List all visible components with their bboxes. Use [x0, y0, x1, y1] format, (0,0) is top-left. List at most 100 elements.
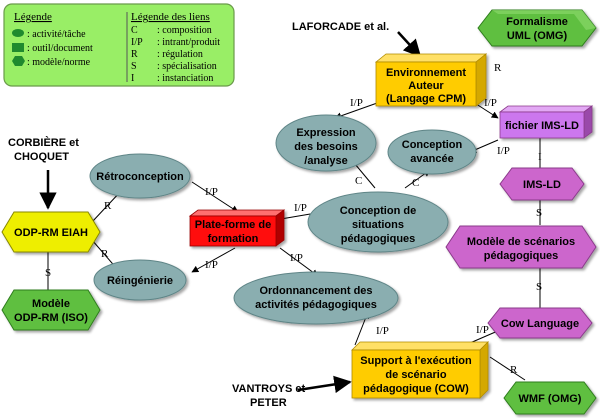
node-ordonnancement [233, 271, 399, 325]
edge-label-ip: I/P [497, 145, 510, 157]
node-label: pédagogiques [484, 250, 559, 262]
legend-links-title: Légende des liens [131, 11, 210, 23]
legend-link-code: I/P [131, 37, 143, 48]
edge-env-expression [334, 101, 381, 120]
legend-title: Légende [14, 11, 52, 23]
node-environnement-auteur [374, 53, 488, 107]
node-label: Plate-forme de [195, 219, 271, 231]
node-label: Modèle de scénarios [467, 236, 575, 248]
edge-label-ip: I/P [205, 259, 218, 271]
node-modele-scenarios [445, 225, 597, 269]
node-label: Ordonnancement des [259, 285, 372, 297]
edge-label-ip: I/P [205, 186, 218, 198]
node-label: Modèle [32, 298, 70, 310]
node-label: (Langage CPM) [386, 93, 466, 105]
node-label: UML (OMG) [507, 30, 568, 42]
node-label: ODP-RM (ISO) [14, 312, 88, 324]
node-label: Formalisme [506, 16, 568, 28]
node-label: activités pédagogiques [255, 299, 377, 311]
node-label: Support à l'exécution [360, 355, 472, 367]
legend-link-text: : régulation [157, 49, 203, 60]
node-ims-ld [499, 167, 585, 201]
author-vantroys-line2: PETER [250, 397, 287, 409]
edge-label-r: R [101, 248, 109, 260]
author-laforcade: LAFORCADE et al. [292, 21, 389, 33]
node-label: Réingénierie [107, 275, 173, 287]
legend-link-text: : instanciation [157, 73, 213, 84]
node-conception-avancee [387, 129, 477, 175]
node-label: de scénario [385, 369, 446, 381]
legend-link-code: I [131, 73, 134, 84]
legend-item-tool: : outil/document [27, 43, 93, 54]
node-modele-odp-rm [1, 289, 101, 331]
edge-label-r: R [494, 62, 502, 74]
node-label: Cow Language [501, 318, 579, 330]
edge-label-i: I [538, 151, 542, 163]
node-expression-besoins [275, 114, 377, 172]
legend-link-code: R [131, 49, 138, 60]
node-label: Rétroconception [96, 171, 184, 183]
node-label: Expression [296, 127, 356, 139]
edge-label-s: S [536, 281, 542, 293]
node-label: ODP-RM EIAH [14, 227, 88, 239]
legend-link-code: S [131, 61, 137, 72]
node-formalisme-uml [477, 9, 597, 47]
edge-wmf-support [489, 356, 526, 381]
author-corbiere-line2: CHOQUET [14, 151, 69, 163]
edge-label-s: S [45, 267, 51, 279]
node-label: pédagogiques [341, 233, 416, 245]
legend-link-text: : spécialisation [157, 61, 217, 72]
edge-author-vantroys [297, 375, 352, 394]
node-retroconception [89, 153, 191, 199]
node-label: Environnement [386, 67, 466, 79]
node-label: WMF (OMG) [519, 393, 582, 405]
node-wmf-omg [503, 381, 597, 415]
node-reingenierie [93, 259, 187, 301]
node-label: fichier IMS-LD [505, 120, 579, 132]
node-label: IMS-LD [523, 179, 561, 191]
edge-label-c: C [355, 175, 362, 187]
node-label: Conception de [340, 205, 416, 217]
author-vantroys-line1: VANTROYS et [232, 383, 305, 395]
rectangle-legend-icon [12, 43, 24, 52]
node-label: situations [352, 219, 404, 231]
edge-retro-plateforme [191, 181, 239, 213]
ellipse-legend-icon [12, 29, 24, 37]
edge-label-ip: I/P [294, 202, 307, 214]
edge-label-s: S [536, 207, 542, 219]
edge-labels: R I/P I/P I/P I S S I/P I/P R C C I/P I/… [45, 62, 542, 376]
edge-label-ip: I/P [376, 325, 389, 337]
node-label: formation [208, 233, 259, 245]
node-plate-forme [188, 209, 286, 247]
edge-label-c: C [412, 177, 419, 189]
legend-item-activity: : activité/tâche [27, 29, 86, 40]
hexagon-legend-icon [12, 56, 25, 66]
legend-link-text: : composition [157, 25, 212, 36]
node-label: des besoins [294, 141, 358, 153]
edge-label-ip: I/P [484, 97, 497, 109]
edge-plateforme-reingenierie [191, 247, 236, 273]
node-odp-rm-eiah [1, 211, 101, 253]
node-label: Auteur [408, 80, 444, 92]
legend-box: Légende : activité/tâche : outil/documen… [3, 3, 235, 87]
node-cow-language [487, 307, 593, 339]
legend-link-code: C [131, 25, 138, 36]
node-label: Conception [402, 139, 463, 151]
edge-label-ip: I/P [290, 252, 303, 264]
edge-label-r: R [104, 200, 112, 212]
edge-author-laforcade [397, 31, 422, 58]
node-label: pédagogique (COW) [363, 383, 469, 395]
node-conception-situations [307, 191, 449, 253]
edge-plateforme-ordonnancement [279, 247, 319, 277]
author-corbiere-line1: CORBIÈRE et [8, 136, 79, 149]
node-support-execution [351, 341, 489, 399]
node-label: /analyse [304, 155, 347, 167]
legend-link-text: : intrant/produit [157, 37, 220, 48]
edge-label-ip: I/P [350, 97, 363, 109]
edge-label-r: R [510, 364, 518, 376]
edge-label-ip: I/P [476, 324, 489, 336]
legend-item-model: : modèle/norme [27, 57, 91, 68]
node-fichier-ims-ld [498, 105, 594, 139]
node-label: avancée [410, 153, 453, 165]
